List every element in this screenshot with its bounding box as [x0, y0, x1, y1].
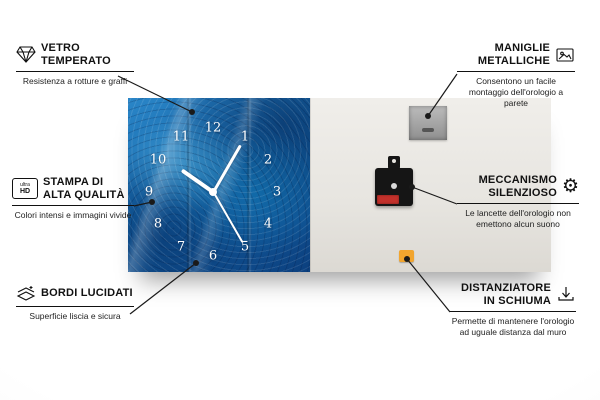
clock-number: 3: [272, 184, 282, 200]
callout-meccanismo-silenzioso: MECCANISMO SILENZIOSO ⚙ Le lancette dell…: [457, 174, 579, 230]
callout-header: BORDI LUCIDATI: [16, 284, 134, 307]
picture-mount-icon: [555, 46, 575, 63]
ultra-hd-label-top: ultra: [20, 181, 30, 188]
callout-title: DISTANZIATORE IN SCHIUMA: [461, 282, 551, 307]
battery: [377, 195, 399, 204]
clock-number: 12: [204, 120, 222, 136]
callout-title: MANIGLIE METALLICHE: [477, 42, 550, 67]
callout-header: MECCANISMO SILENZIOSO ⚙: [457, 174, 579, 205]
arrow-down-spacer-icon: [556, 286, 576, 304]
callout-title: BORDI LUCIDATI: [41, 286, 133, 299]
callout-description: Permette di mantenere l'orologio ad ugua…: [451, 316, 575, 338]
clock-minute-hand: [212, 144, 242, 193]
callout-header: MANIGLIE METALLICHE: [457, 42, 575, 73]
clock-number: 10: [149, 152, 167, 168]
clock-number: 8: [153, 216, 163, 232]
callout-stampa-alta-qualita: ultra HD STAMPA DI ALTA QUALITÀ Colori i…: [12, 176, 134, 221]
callout-title: VETRO TEMPERATO: [41, 42, 111, 67]
callout-bordi-lucidati: BORDI LUCIDATI Superficie liscia e sicur…: [16, 284, 134, 322]
clock-number: 7: [176, 239, 186, 255]
clock-second-hand: [213, 191, 244, 243]
clock-number: 4: [263, 216, 273, 232]
clock-mechanism: [375, 156, 413, 206]
callout-description: Superficie liscia e sicura: [29, 311, 121, 321]
diamond-icon: [16, 46, 36, 63]
clock-number: 9: [144, 184, 154, 200]
hanger-slot: [422, 128, 434, 132]
clock-front-face: 12 1 2 3 4 5 6 7 8 9 10 11: [128, 98, 310, 272]
hanger-hole: [392, 159, 396, 163]
mechanism-hanger-tab: [388, 156, 400, 169]
callout-vetro-temperato: VETRO TEMPERATO Resistenza a rotture e g…: [16, 42, 134, 87]
callout-header: VETRO TEMPERATO: [16, 42, 134, 73]
metal-hanger-plate: [409, 106, 447, 140]
clock-number: 11: [172, 129, 190, 145]
clock-number: 2: [263, 152, 273, 168]
callout-description: Colori intensi e immagini vivide: [14, 210, 132, 221]
callout-header: DISTANZIATORE IN SCHIUMA: [450, 282, 576, 313]
callout-distanziatore-schiuma: DISTANZIATORE IN SCHIUMA Permette di man…: [450, 282, 576, 338]
clock-center-cap: [209, 188, 217, 196]
callout-maniglie-metalliche: MANIGLIE METALLICHE Consentono un facile…: [457, 42, 575, 109]
callout-title: MECCANISMO SILENZIOSO: [478, 174, 557, 199]
clock-number: 6: [208, 248, 218, 264]
foam-spacer: [399, 250, 414, 262]
clock-number: 1: [240, 129, 250, 145]
clock-number: 5: [240, 239, 250, 255]
mechanism-spindle: [391, 183, 397, 189]
callout-title: STAMPA DI ALTA QUALITÀ: [43, 176, 125, 201]
callout-description: Resistenza a rotture e graffi: [22, 76, 128, 87]
callout-description: Le lancette dell'orologio non emettono a…: [465, 208, 571, 230]
gear-icon: ⚙: [561, 176, 579, 198]
callout-header: ultra HD STAMPA DI ALTA QUALITÀ: [12, 176, 134, 207]
ultra-hd-icon: ultra HD: [12, 178, 38, 200]
ultra-hd-label-bottom: HD: [19, 187, 31, 195]
polished-edges-icon: [16, 284, 36, 302]
callout-description: Consentono un facile montaggio dell'orol…: [468, 76, 564, 109]
